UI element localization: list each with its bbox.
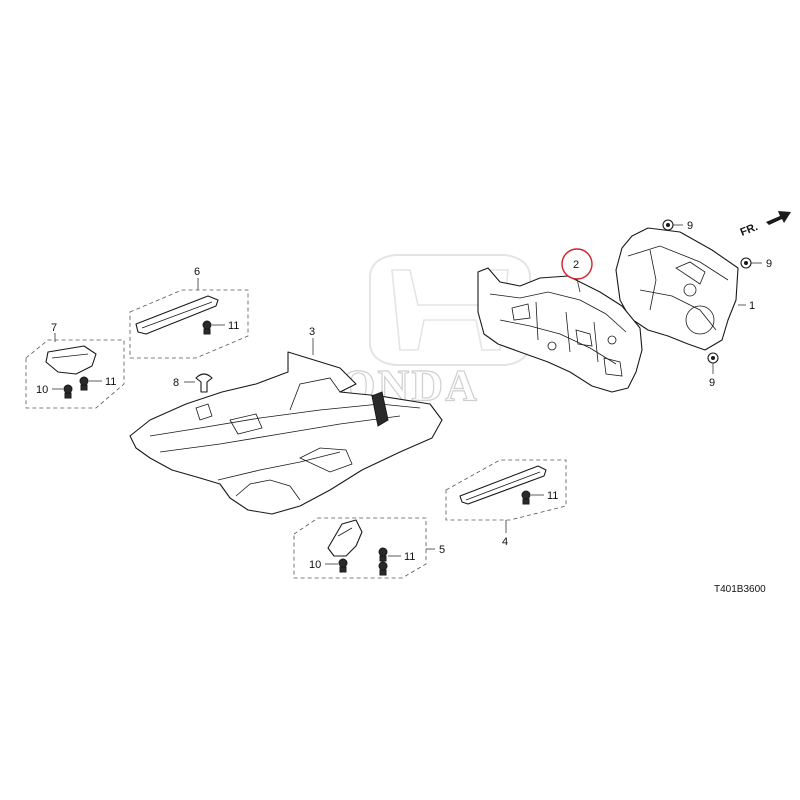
box-5-outline xyxy=(293,517,427,579)
clip-9-right-icon xyxy=(740,257,752,269)
callout-11d: 11 xyxy=(404,551,415,563)
fr-label: FR. xyxy=(739,221,760,239)
callout-6: 6 xyxy=(194,266,200,278)
part-2-dashboard-insulator xyxy=(477,267,643,393)
box-4-outline xyxy=(445,459,567,521)
box-6-outline xyxy=(129,289,249,359)
callout-7: 7 xyxy=(51,322,57,334)
box-7-outline xyxy=(25,339,125,409)
clip-10-box5-icon xyxy=(338,558,348,573)
clip-8-icon xyxy=(195,373,213,393)
callout-2: 2 xyxy=(573,259,579,271)
forward-arrow-icon xyxy=(766,211,791,225)
callout-11a: 11 xyxy=(228,320,239,332)
clip-11-box5-right-icon xyxy=(378,561,388,576)
part-1-dashboard-insulator-outer xyxy=(615,227,739,351)
callout-11b: 11 xyxy=(105,376,116,388)
clip-10-box7-icon xyxy=(63,384,73,399)
callout-5: 5 xyxy=(439,544,445,556)
clip-9-top-icon xyxy=(662,219,674,231)
part-4-sill-garnish xyxy=(459,465,547,505)
diagram-code: T401B3600 xyxy=(714,584,766,595)
clip-11-box5-left-icon xyxy=(378,547,388,562)
callout-9b: 9 xyxy=(766,258,772,270)
callout-8: 8 xyxy=(173,377,179,389)
clip-11-box4-icon xyxy=(521,490,531,505)
part-7-kick-panel xyxy=(45,345,97,375)
part-5-kick-panel xyxy=(327,519,363,557)
clip-11-box7-icon xyxy=(79,376,89,391)
callout-9c: 9 xyxy=(709,377,715,389)
callout-10a: 10 xyxy=(36,384,48,396)
clip-9-bottom-icon xyxy=(707,352,719,364)
part-6-sill-garnish xyxy=(135,295,219,335)
callout-4: 4 xyxy=(502,536,508,548)
callout-1: 1 xyxy=(749,300,755,312)
callout-10b: 10 xyxy=(309,559,321,571)
clip-11-box6-icon xyxy=(202,320,212,335)
callout-9a: 9 xyxy=(687,220,693,232)
part-3-floor-carpet xyxy=(129,351,443,515)
callout-11c: 11 xyxy=(547,490,558,502)
callout-3: 3 xyxy=(309,326,315,338)
